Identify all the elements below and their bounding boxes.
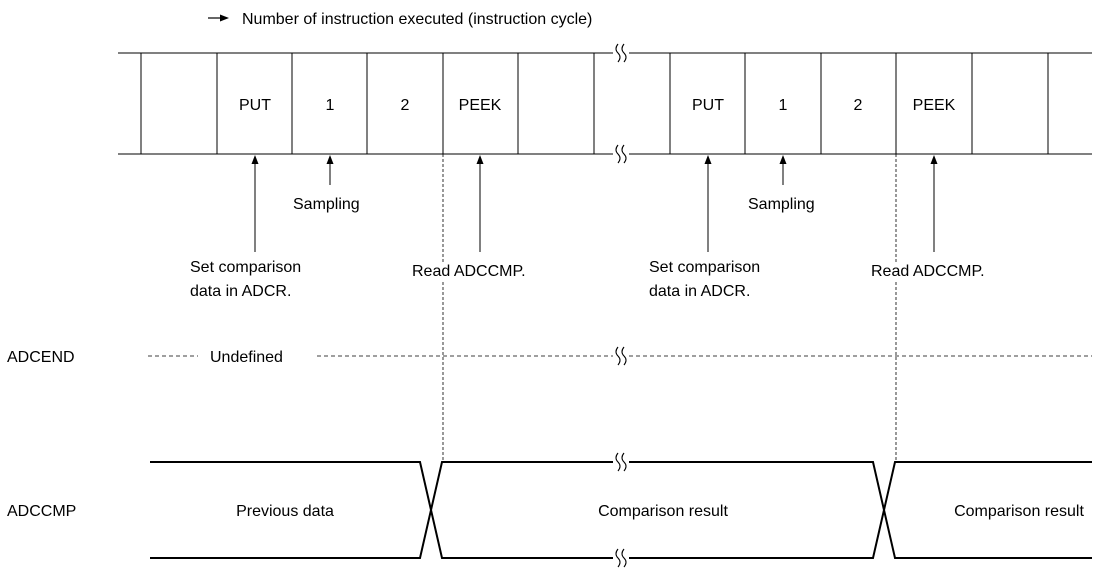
set-comparison-label: Set comparison (190, 259, 301, 276)
set-comparison-label: data in ADCR. (190, 283, 291, 300)
cycle-cell: 2 (401, 97, 410, 114)
adccmp-signal: ADCCMP Previous data Comparison result C… (7, 452, 1092, 568)
read-adccmp-label: Read ADCCMP. (871, 263, 985, 280)
undefined-state-label: Undefined (210, 349, 283, 366)
read-adccmp-label: Read ADCCMP. (412, 263, 526, 280)
cycle-cell: 1 (779, 97, 788, 114)
adcend-signal: ADCEND Undefined (7, 346, 1092, 366)
annotations: Sampling Sampling Set comparison data in… (190, 196, 985, 300)
sampling-label: Sampling (293, 196, 360, 213)
dashed-guides (442, 154, 897, 462)
comparison-result-label: Comparison result (954, 503, 1084, 520)
cycle-cell: PUT (239, 97, 271, 114)
annotation-arrows (251, 155, 938, 252)
adcend-label: ADCEND (7, 349, 75, 366)
right-arrow-icon (208, 14, 229, 22)
cycle-cell: 1 (326, 97, 335, 114)
cycle-cell: PEEK (913, 97, 956, 114)
instruction-cycle-caption: Number of instruction executed (instruct… (242, 11, 592, 28)
header: Number of instruction executed (instruct… (208, 11, 592, 28)
adccmp-label: ADCCMP (7, 503, 76, 520)
previous-data-label: Previous data (236, 503, 334, 520)
set-comparison-label: Set comparison (649, 259, 760, 276)
cycle-cell: PEEK (459, 97, 502, 114)
cycle-cell: PUT (692, 97, 724, 114)
sampling-label: Sampling (748, 196, 815, 213)
comparison-result-label: Comparison result (598, 503, 728, 520)
set-comparison-label: data in ADCR. (649, 283, 750, 300)
break-mark-icon (615, 346, 627, 366)
instruction-cycle-row (118, 52, 1092, 155)
break-mark-icon (615, 452, 627, 568)
cycle-cells: PUT 1 2 PEEK PUT 1 2 PEEK (239, 97, 956, 114)
break-mark-icon (615, 43, 627, 164)
cycle-cell: 2 (854, 97, 863, 114)
